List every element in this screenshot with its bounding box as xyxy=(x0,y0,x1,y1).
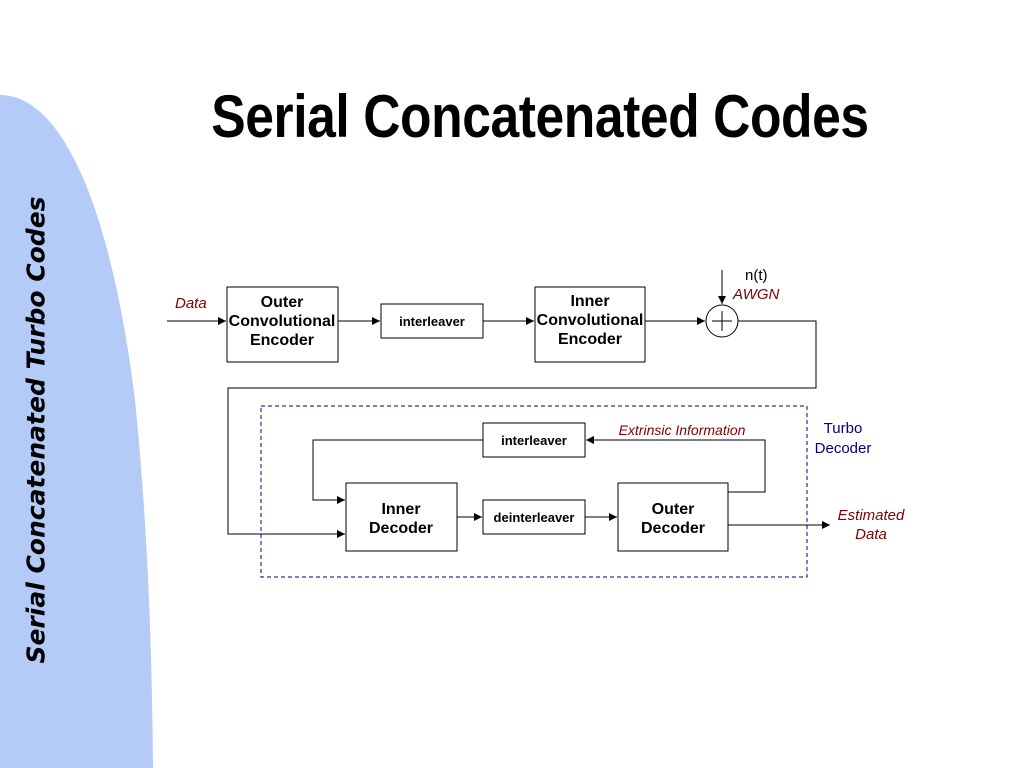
slide-title: Serial Concatenated Codes xyxy=(211,83,869,150)
outer-decoder-line-1: Outer xyxy=(652,501,695,518)
inner-decoder-box xyxy=(345,482,458,552)
interleaver-feedback-box xyxy=(482,422,586,458)
inner-encoder-line-2: Convolutional xyxy=(537,312,644,329)
interleaver-top-label: interleaver xyxy=(399,314,465,329)
awgn-label: AWGN xyxy=(732,286,780,303)
interleaver-top-box xyxy=(380,303,484,339)
outer-encoder-line-1: Outer xyxy=(261,294,304,311)
extrinsic-information-label: Extrinsic Information xyxy=(619,422,746,438)
turbo-decoder-label-2: Decoder xyxy=(815,440,872,457)
turbo-decoder-region xyxy=(260,405,808,578)
estimated-data-line-2: Data xyxy=(855,526,887,543)
channel-line xyxy=(227,320,817,538)
inner-encoder-line-1: Inner xyxy=(570,293,609,310)
turbo-decoder-label-1: Turbo xyxy=(824,420,863,437)
deinterleaver-box xyxy=(482,499,586,535)
outer-encoder-box xyxy=(226,286,339,363)
feedback-interleaver-to-inner xyxy=(312,439,483,504)
inner-decoder-line-1: Inner xyxy=(381,501,420,518)
inner-encoder-line-3: Encoder xyxy=(558,331,622,348)
outer-decoder-line-2: Decoder xyxy=(641,520,705,537)
estimated-data-line-1: Estimated xyxy=(838,507,905,524)
feedback-outer-to-interleaver xyxy=(586,436,766,493)
interleaver-feedback-label: interleaver xyxy=(501,433,567,448)
outer-encoder-line-2: Convolutional xyxy=(229,313,336,330)
side-panel-shape xyxy=(0,95,153,768)
deinterleaver-label: deinterleaver xyxy=(494,510,575,525)
inner-decoder-line-2: Decoder xyxy=(369,520,433,537)
outer-encoder-line-3: Encoder xyxy=(250,332,314,349)
outer-decoder-box xyxy=(617,482,729,552)
noise-label: n(t) xyxy=(745,267,768,284)
input-data-label: Data xyxy=(175,295,207,312)
inner-encoder-box xyxy=(534,286,646,363)
